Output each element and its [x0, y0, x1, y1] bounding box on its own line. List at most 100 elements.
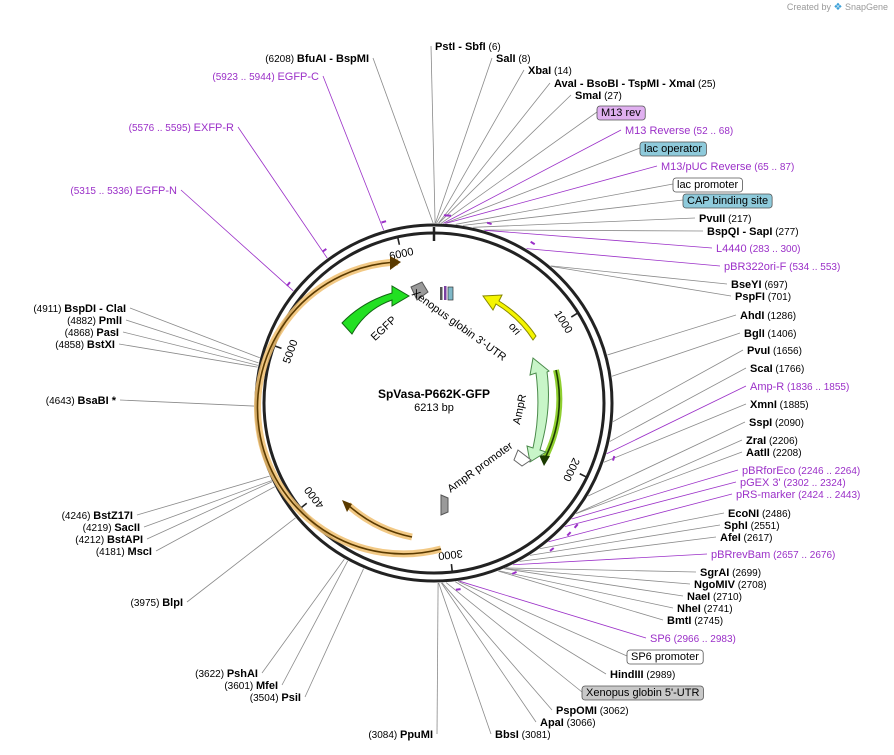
feature-label-egfp: EGFP — [369, 314, 399, 343]
primer-mark-egfpn — [286, 281, 291, 287]
tick-4000 — [300, 502, 308, 509]
orf-arrowhead-large — [390, 256, 401, 270]
label-psti: PstI - SbfI (6) — [435, 41, 501, 53]
label-ahdi: AhdI (1286) — [740, 310, 796, 322]
leader-bspqi — [483, 229, 704, 232]
label-prsmarker: pRS-marker (2424 .. 2443) — [736, 489, 860, 501]
svg-text:pRS-marker (2424 .. 2443): pRS-marker (2424 .. 2443) — [736, 489, 860, 501]
leader-xmni — [603, 403, 747, 463]
tick-label-3000: 3000 — [438, 547, 464, 562]
leader-pbrrevbam — [513, 553, 708, 566]
primer-mark-pgex3 — [566, 531, 572, 537]
leader-naei — [504, 568, 684, 597]
svg-text:PvuII (217): PvuII (217) — [699, 213, 751, 225]
tick-6000 — [397, 237, 401, 245]
primer-mark-exfpr — [321, 248, 327, 253]
tick-2000 — [579, 473, 587, 478]
orf-arc-large-core — [256, 261, 442, 555]
svg-text:BglI (1406): BglI (1406) — [744, 328, 796, 340]
primer-mark-l4440 — [486, 221, 492, 226]
tick-label-5000: 5000 — [281, 338, 301, 365]
leader-m13rev — [441, 111, 598, 224]
leader-sspi — [587, 421, 746, 497]
svg-text:(4212) BstAPI: (4212) BstAPI — [75, 534, 143, 546]
svg-text:BspQI - SapI (277): BspQI - SapI (277) — [707, 226, 799, 238]
leader-bsabi — [119, 399, 255, 407]
svg-text:(3601) MfeI: (3601) MfeI — [224, 680, 278, 692]
svg-text:ZraI (2206): ZraI (2206) — [746, 435, 798, 447]
leader-cap — [462, 199, 684, 226]
label-bmti: BmtI (2745) — [667, 615, 723, 627]
leader-pgex3 — [564, 481, 737, 528]
svg-text:SP6 (2966 .. 2983): SP6 (2966 .. 2983) — [650, 633, 736, 645]
label-hindiii: HindIII (2989) — [610, 669, 675, 681]
leader-exfpr — [237, 126, 328, 259]
leader-bstxi — [118, 343, 258, 368]
leader-zrai — [576, 439, 743, 514]
leader-lacop — [444, 147, 641, 224]
orf-arc-ampr-core — [544, 369, 561, 459]
leader-egfpn — [180, 189, 294, 292]
label-smai: SmaI (27) — [575, 90, 622, 102]
credit-prefix: Created by — [786, 2, 831, 12]
label-pbr322ori: pBR322ori-F (534 .. 553) — [724, 261, 840, 273]
svg-text:(5315 .. 5336) EGFP-N: (5315 .. 5336) EGFP-N — [70, 185, 177, 197]
svg-text:(4219) SacII: (4219) SacII — [83, 522, 140, 534]
label-bstz17i: (4246) BstZ17I — [62, 510, 133, 522]
svg-text:SP6 promoter: SP6 promoter — [631, 651, 699, 663]
svg-text:SalI (8): SalI (8) — [496, 53, 531, 65]
feature-ori — [482, 294, 537, 341]
label-pvui: PvuI (1656) — [747, 345, 802, 357]
svg-text:(4858) BstXI: (4858) BstXI — [55, 339, 115, 351]
label-naei: NaeI (2710) — [687, 591, 742, 603]
svg-text:(4882) PmlI: (4882) PmlI — [67, 315, 122, 327]
label-msci: (4181) MscI — [96, 546, 152, 558]
orf-arc-small-core — [347, 504, 413, 538]
label-lacprom: lac promoter — [672, 177, 743, 193]
label-bstapi: (4212) BstAPI — [75, 534, 143, 546]
label-apai: ApaI (3066) — [540, 717, 596, 729]
svg-text:PvuI (1656): PvuI (1656) — [747, 345, 802, 357]
svg-text:(4643) BsaBI *: (4643) BsaBI * — [46, 395, 117, 407]
feature-label-ampr-promoter: AmpR promoter — [445, 440, 515, 496]
label-sp6: SP6 (2966 .. 2983) — [650, 633, 736, 645]
svg-text:L4440 (283 .. 300): L4440 (283 .. 300) — [716, 243, 801, 255]
leader-lacprom — [455, 183, 674, 225]
label-sgrai: SgrAI (2699) — [700, 567, 761, 579]
tick-label-4000: 4000 — [302, 484, 327, 511]
leader-afei — [519, 536, 717, 562]
leader-pshai — [261, 558, 345, 674]
svg-text:pBRforEco (2246 .. 2264): pBRforEco (2246 .. 2264) — [742, 465, 860, 477]
label-bsabi: (4643) BsaBI * — [46, 395, 117, 407]
leader-mfei — [281, 560, 349, 686]
svg-text:NheI (2741): NheI (2741) — [677, 603, 733, 615]
leader-sp6prom — [457, 581, 628, 657]
label-l4440: L4440 (283 .. 300) — [716, 243, 801, 255]
label-sp6prom: SP6 promoter — [626, 649, 704, 665]
svg-text:BbsI (3081): BbsI (3081) — [495, 729, 551, 741]
svg-text:SmaI (27): SmaI (27) — [575, 90, 622, 102]
svg-text:AmpR promoter: AmpR promoter — [445, 440, 515, 496]
primer-mark-egfpc — [381, 220, 387, 224]
feature-mcs-mark — [444, 286, 447, 300]
leader-pvui — [612, 349, 744, 423]
label-bseyi: BseYI (697) — [731, 279, 788, 291]
svg-text:(5576 .. 5595) EXFP-R: (5576 .. 5595) EXFP-R — [129, 122, 234, 134]
leader-pvuii — [473, 217, 696, 228]
svg-text:pBRrevBam (2657 .. 2676): pBRrevBam (2657 .. 2676) — [711, 549, 835, 561]
leader-scai — [609, 367, 747, 442]
svg-text:PstI - SbfI (6): PstI - SbfI (6) — [435, 41, 501, 53]
label-afei: AfeI (2617) — [720, 532, 772, 544]
app-credit: Created by ❖ SnapGene — [787, 2, 888, 13]
orf-arrowhead-ampr — [539, 455, 550, 466]
leader-bbsi — [438, 582, 492, 735]
label-egfpn: (5315 .. 5336) EGFP-N — [70, 185, 177, 197]
label-zrai: ZraI (2206) — [746, 435, 798, 447]
feature-ampr — [526, 357, 550, 463]
leader-psii — [304, 568, 364, 698]
svg-text:PspOMI (3062): PspOMI (3062) — [556, 705, 629, 717]
brand-name: SnapGene — [844, 2, 888, 12]
leader-m13reverse — [443, 129, 622, 224]
label-avai: AvaI - BsoBI - TspMI - XmaI (25) — [554, 78, 716, 90]
